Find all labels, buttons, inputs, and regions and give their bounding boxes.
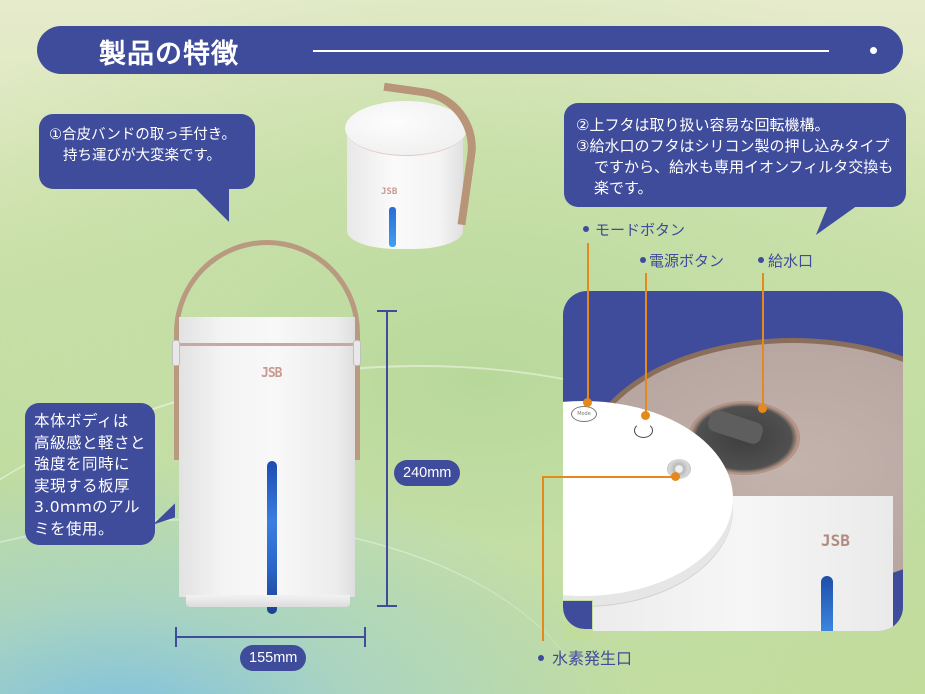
height-dimension-line xyxy=(386,310,388,606)
power-button-callout: 電源ボタン xyxy=(640,250,724,271)
hydrogen-leader-dot xyxy=(671,472,680,481)
bubble-text: ミを使用。 xyxy=(34,519,115,538)
bullet-dot xyxy=(583,225,589,232)
mode-leader-dot xyxy=(583,398,592,407)
mode-button-callout: モードボタン xyxy=(583,219,685,240)
bubble-text: ③給水口のフタはシリコン製の押し込みタイプ xyxy=(576,137,890,155)
bubble-text: 本体ボディは xyxy=(34,412,129,430)
header-dot xyxy=(870,47,877,54)
lid-detail-image: Mode JSB xyxy=(563,291,903,631)
water-inlet-leader-dot xyxy=(758,404,767,413)
product-logo: JSB xyxy=(261,366,283,381)
callout-label: 電源ボタン xyxy=(649,252,725,270)
hydrogen-leader-vertical xyxy=(542,476,544,641)
callout-label: モードボタン xyxy=(595,221,686,239)
product-logo: JSB xyxy=(821,531,850,550)
product-base xyxy=(186,595,350,607)
height-dimension-cap xyxy=(377,310,397,312)
mode-button-icon: Mode xyxy=(571,406,597,422)
bubble-text: 3.0ｍｍのアル xyxy=(34,498,140,516)
bubble-text: 実現する板厚 xyxy=(34,476,131,495)
water-level-window xyxy=(267,461,277,614)
hydrogen-leader-horizontal xyxy=(542,476,676,478)
water-inlet-leader-line xyxy=(762,273,764,408)
power-leader-dot xyxy=(641,411,650,420)
bubble-text: ですから、給水も専用イオンフィルタ交換も xyxy=(594,158,894,176)
bubble-text: 強度を同時に xyxy=(34,455,131,473)
body-feature-bubble: 本体ボディは 高級感と軽さと 強度を同時に 実現する板厚 3.0ｍｍのアル ミを… xyxy=(25,403,155,545)
product-top-view-image: JSB xyxy=(337,82,484,252)
lid-feature-bubble: ②上フタは取り扱い容易な回転機構。 ③給水口のフタはシリコン製の押し込みタイプ … xyxy=(564,103,906,207)
bubble-tail xyxy=(193,186,229,222)
handle-feature-bubble: ①合皮バンドの取っ手付き。 持ち運びが大変楽です。 xyxy=(39,114,255,189)
bubble-text: 高級感と軽さと xyxy=(34,433,147,452)
bullet-dot xyxy=(758,256,764,263)
product-logo: JSB xyxy=(381,187,398,197)
width-dimension-line xyxy=(175,636,365,638)
header-divider xyxy=(313,50,829,52)
power-leader-line xyxy=(645,273,647,415)
product-lid xyxy=(345,101,467,156)
section-header: 製品の特徴 xyxy=(37,26,903,74)
mode-leader-line xyxy=(587,243,589,402)
water-level-window xyxy=(389,207,396,247)
hydrogen-outlet-callout: 水素発生口 xyxy=(538,645,632,669)
product-lid-ring xyxy=(179,343,355,346)
product-strap xyxy=(366,82,484,226)
bullet-dot xyxy=(640,256,646,263)
bubble-text: ②上フタは取り扱い容易な回転機構。 xyxy=(576,116,830,134)
height-dimension-label: 240mm xyxy=(394,460,461,486)
power-button-icon xyxy=(634,423,653,438)
width-dimension-cap xyxy=(364,627,366,647)
width-dimension-cap xyxy=(175,627,177,647)
height-dimension-cap xyxy=(377,605,397,607)
bubble-text: ①合皮バンドの取っ手付き。 xyxy=(49,127,236,143)
water-inlet-callout: 給水口 xyxy=(758,250,813,271)
callout-label: 給水口 xyxy=(768,252,814,270)
product-front-image: JSB xyxy=(172,240,361,614)
product-body: JSB xyxy=(179,317,355,614)
bubble-tail xyxy=(815,205,859,235)
handle-clip-left xyxy=(172,340,180,366)
handle-clip-right xyxy=(353,340,361,366)
bullet-dot xyxy=(538,654,544,661)
bubble-text: 持ち運びが大変楽です。 xyxy=(63,148,222,164)
callout-label: 水素発生口 xyxy=(552,649,633,668)
water-level-window xyxy=(821,576,833,631)
width-dimension-label: 155mm xyxy=(240,645,307,671)
bubble-text: 楽です。 xyxy=(594,179,653,197)
page-title: 製品の特徴 xyxy=(99,39,239,70)
